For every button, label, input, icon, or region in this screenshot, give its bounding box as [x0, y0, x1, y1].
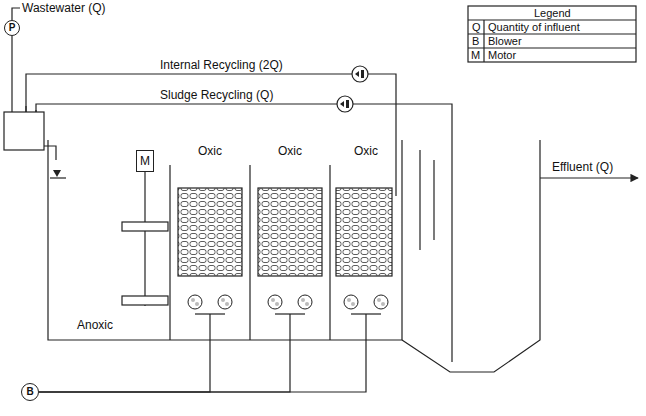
- stream-label: Wastewater (Q): [22, 1, 106, 15]
- motor-box: M: [136, 150, 154, 172]
- legend-key: Q: [472, 20, 481, 34]
- node-text: Oxic: [354, 144, 378, 158]
- oxic-zone: Oxic: [250, 140, 330, 340]
- air-pipe: [39, 340, 210, 392]
- node-text: Anoxic: [77, 318, 113, 332]
- oxic-zone: Oxic: [170, 140, 250, 340]
- blower-symbol: B: [21, 383, 39, 401]
- legend-key: M: [471, 48, 480, 62]
- anoxic-zone: Anoxic M: [48, 140, 170, 340]
- node-text: M: [140, 154, 150, 168]
- air-pipe: [39, 340, 366, 392]
- legend-text: Motor: [488, 48, 516, 62]
- node-text: Oxic: [198, 144, 222, 158]
- stream-label: Sludge Recycling (Q): [160, 88, 273, 102]
- oxic-zone: Oxic: [330, 140, 402, 340]
- pump-symbol: P: [4, 20, 20, 36]
- legend-key: B: [472, 34, 479, 48]
- node-text: Oxic: [278, 144, 302, 158]
- stream-label: Internal Recycling (2Q): [160, 58, 283, 72]
- stream-label: Effluent (Q): [552, 160, 613, 174]
- legend-text: Blower: [488, 34, 522, 48]
- air-pipe: [39, 340, 290, 392]
- legend-title: Legend: [534, 6, 571, 20]
- node-text: P: [9, 23, 16, 33]
- legend-text: Quantity of influent: [488, 20, 580, 34]
- node-text: B: [26, 387, 33, 397]
